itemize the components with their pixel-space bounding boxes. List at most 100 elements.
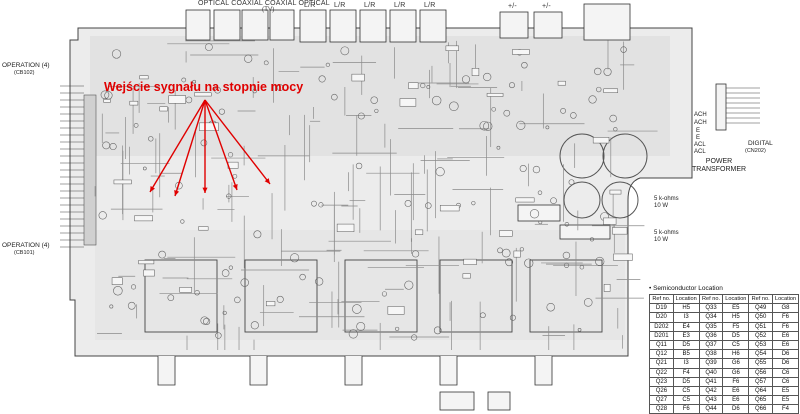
ref-no-cell: Q50 <box>748 312 774 323</box>
pcb-component-pad <box>426 85 431 89</box>
transformer-pin-6: ACL <box>694 149 706 155</box>
ref-no-cell: Q57 <box>748 376 774 387</box>
pcb-component-pad <box>142 166 147 171</box>
pcb-component-pad <box>133 123 139 128</box>
semiconductor-location-table: Ref no. Location Ref no. Location Ref no… <box>649 293 799 414</box>
pcb-component-body <box>512 49 530 55</box>
top-connector-lr-4 <box>389 9 417 43</box>
pcb-component-pad <box>203 317 211 326</box>
ref-no-cell: Q22 <box>649 367 674 378</box>
pcb-component-pad <box>263 60 269 66</box>
pcb-component-body <box>408 82 419 89</box>
pcb-component-pad <box>603 67 612 76</box>
pcb-component-pad <box>290 253 300 263</box>
pcb-component-pad <box>200 139 208 147</box>
annotation-arrows <box>149 99 271 197</box>
pcb-component-pad <box>425 202 432 209</box>
top-lr-label-4: L/R <box>394 2 406 9</box>
top-lr-label-1: L/R <box>304 2 316 9</box>
pcb-component-body <box>513 250 521 258</box>
filter-capacitor-2 <box>602 133 648 179</box>
amp-module-1 <box>144 259 218 333</box>
location-cell: F4 <box>672 367 700 378</box>
pcb-component-body <box>111 277 123 285</box>
column-header: Ref no. <box>649 293 674 305</box>
pcb-component-body <box>103 99 111 103</box>
pcb-component-body <box>471 68 480 76</box>
pcb-component-pad <box>471 201 476 206</box>
ref-no-cell: Q44 <box>698 404 724 414</box>
operation-bottom-code: (CB101) <box>14 250 35 256</box>
digital-label: DIGITAL <box>748 140 773 147</box>
location-cell: C6 <box>772 376 799 387</box>
location-cell: E6 <box>722 385 750 397</box>
resistor-label-2: 5 k-ohms 10 W <box>654 230 679 243</box>
location-cell: D6 <box>772 358 799 369</box>
pcb-component-pad <box>357 112 365 120</box>
top-connector-lr-2 <box>329 9 357 43</box>
ref-no-cell: D201 <box>649 330 674 341</box>
pcb-component-pad <box>250 321 259 330</box>
ref-no-cell: Q33 <box>698 303 724 314</box>
ref-no-cell: D19 <box>649 303 674 314</box>
location-cell: D5 <box>672 339 700 351</box>
operation-top-label: OPERATION (4) <box>2 62 50 69</box>
top-connector-lr-5 <box>419 9 447 43</box>
ref-no-cell: Q34 <box>698 312 724 323</box>
pcb-component-pad <box>194 290 200 296</box>
ref-no-cell: Q55 <box>748 358 774 369</box>
pcb-component-pad <box>404 280 414 290</box>
ref-no-cell: Q37 <box>698 339 724 351</box>
top-connector-coaxial-2 <box>241 9 269 41</box>
ref-no-cell: Q39 <box>698 358 724 369</box>
top-lr-label-2: L/R <box>334 2 346 9</box>
location-cell: E6 <box>772 330 799 341</box>
pcb-component-pad <box>232 173 238 179</box>
pcb-component-pad <box>226 193 232 199</box>
column-header: Ref no. <box>698 293 724 305</box>
filter-capacitor-3 <box>563 181 601 219</box>
pcb-component-pad <box>222 310 227 315</box>
pcb-component-pad <box>449 101 459 112</box>
pcb-component-body <box>399 98 417 107</box>
semiconductor-location-panel: • Semiconductor Location Ref no. Locatio… <box>649 285 799 414</box>
pcb-component-pad <box>325 62 330 67</box>
filter-capacitor-1 <box>559 133 605 179</box>
pcb-component-pad <box>505 258 514 267</box>
location-cell: G6 <box>722 367 750 378</box>
pcb-component-body <box>499 230 513 237</box>
pcb-component-pad <box>299 273 306 281</box>
pcb-component-body <box>199 122 219 131</box>
pcb-component-pad <box>318 75 326 83</box>
pcb-component-pad <box>501 248 511 258</box>
pcb-component-body <box>609 189 622 195</box>
location-cell: D6 <box>722 404 750 414</box>
pcb-component-pad <box>420 82 426 89</box>
location-cell: E4 <box>672 321 700 332</box>
pcb-component-pad <box>102 141 111 150</box>
pcb-component-body <box>159 106 168 112</box>
pcb-component-pad <box>546 303 555 312</box>
pcb-component-pad <box>227 152 234 158</box>
pcb-component-pad <box>483 121 493 131</box>
pcb-component-body <box>613 253 633 261</box>
location-cell: I3 <box>672 358 700 369</box>
pcb-component-pad <box>98 211 107 220</box>
ref-no-cell: Q38 <box>698 349 724 360</box>
ref-no-cell: D20 <box>649 312 674 323</box>
top-connector-optical-2 <box>269 9 295 41</box>
annotation-arrow-5 <box>204 99 271 185</box>
pcb-component-body <box>462 273 471 279</box>
ref-no-cell: Q54 <box>748 349 774 360</box>
pcb-component-pad <box>550 197 557 205</box>
pcb-component-pad <box>411 334 418 341</box>
pcb-component-pad <box>192 79 197 84</box>
annotation-arrowhead-5 <box>264 178 270 184</box>
annotation-arrowhead-2 <box>174 190 180 196</box>
speaker-tab-5 <box>534 356 553 386</box>
